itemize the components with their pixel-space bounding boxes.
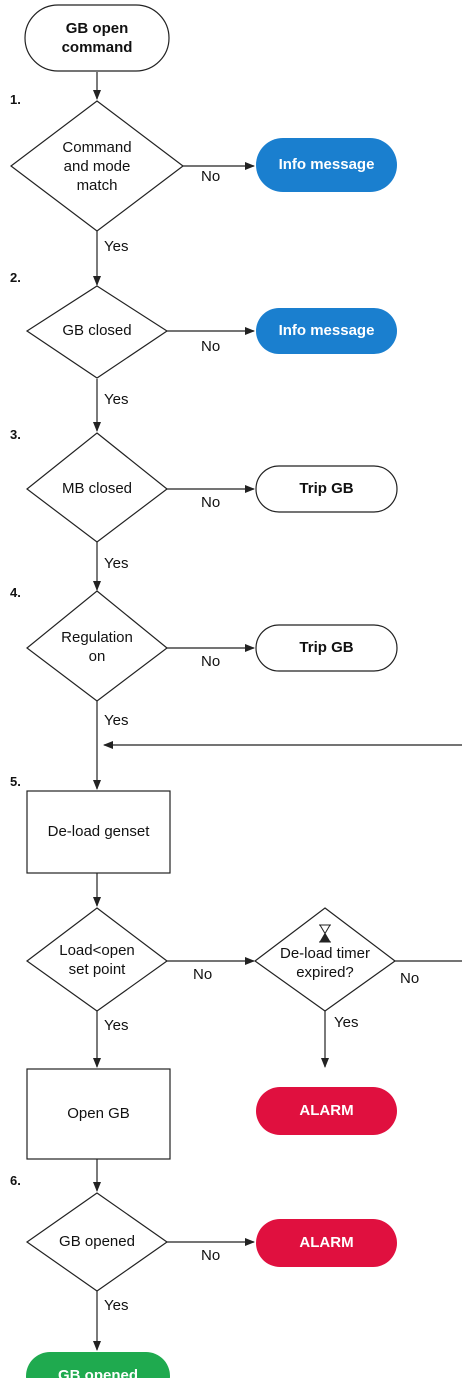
decision-deload-timer-label: De-load timer expired?	[279, 945, 371, 981]
process-deload-genset	[26, 790, 171, 874]
yes-label-d4: Yes	[104, 712, 129, 729]
no-label-d5: No	[193, 966, 213, 983]
terminal-trip-gb-1	[255, 465, 398, 513]
terminal-trip-gb-2-label: Trip GB	[299, 639, 354, 656]
no-label-d4: No	[201, 653, 221, 670]
terminal-info-message-2-label: Info message	[278, 322, 375, 339]
process-deload-genset-label: De-load genset	[47, 823, 150, 840]
decision-load-setpoint-label: Load<open set point	[59, 942, 135, 978]
no-label-d1: No	[201, 168, 221, 185]
terminal-alarm-1	[256, 1087, 397, 1135]
terminal-alarm-2	[256, 1219, 397, 1267]
yes-label-d5: Yes	[104, 1017, 129, 1034]
terminal-alarm-2-label: ALARM	[299, 1234, 354, 1251]
decision-command-mode-label: Command and mode match	[62, 139, 132, 194]
step-number-4: 4.	[10, 585, 21, 600]
no-label-d3: No	[201, 494, 221, 511]
decision-deload-timer	[253, 907, 397, 1012]
terminal-info-message-1	[256, 138, 397, 192]
terminal-gb-opened	[26, 1352, 170, 1378]
terminal-gb-opened-label: GB opened	[57, 1367, 138, 1384]
yes-label-d7: Yes	[104, 1297, 129, 1314]
step-number-3: 3.	[10, 427, 21, 442]
decision-mb-closed	[26, 432, 168, 543]
decision-load-setpoint	[25, 907, 169, 1012]
decision-regulation-on-label: Regulation on	[61, 629, 133, 665]
no-label-d7: No	[201, 1247, 221, 1264]
terminal-trip-gb-2	[255, 624, 398, 672]
process-open-gb	[26, 1068, 171, 1160]
yes-label-d1: Yes	[104, 238, 129, 255]
yes-label-d6: Yes	[334, 1014, 359, 1031]
yes-label-d2: Yes	[104, 391, 129, 408]
step-number-6: 6.	[10, 1173, 21, 1188]
start-terminal	[24, 4, 170, 72]
process-open-gb-label: Open GB	[67, 1105, 130, 1122]
no-label-d2: No	[201, 338, 221, 355]
step-number-1: 1.	[10, 92, 21, 107]
decision-gb-opened	[25, 1192, 169, 1292]
terminal-info-message-1-label: Info message	[278, 156, 375, 173]
decision-gb-closed-label: GB closed	[62, 322, 132, 339]
step-number-5: 5.	[10, 774, 21, 789]
terminal-trip-gb-1-label: Trip GB	[299, 480, 354, 497]
decision-regulation-on	[26, 590, 168, 702]
decision-command-mode	[10, 100, 184, 232]
decision-mb-closed-label: MB closed	[61, 480, 133, 497]
terminal-alarm-1-label: ALARM	[299, 1102, 354, 1119]
hourglass-icon	[319, 924, 331, 943]
decision-gb-opened-label: GB opened	[59, 1233, 135, 1250]
yes-label-d3: Yes	[104, 555, 129, 572]
no-label-d6: No	[400, 970, 420, 987]
step-number-2: 2.	[10, 270, 21, 285]
terminal-info-message-2	[256, 308, 397, 354]
decision-gb-closed	[25, 285, 169, 379]
start-terminal-label: GB open command	[61, 20, 133, 56]
